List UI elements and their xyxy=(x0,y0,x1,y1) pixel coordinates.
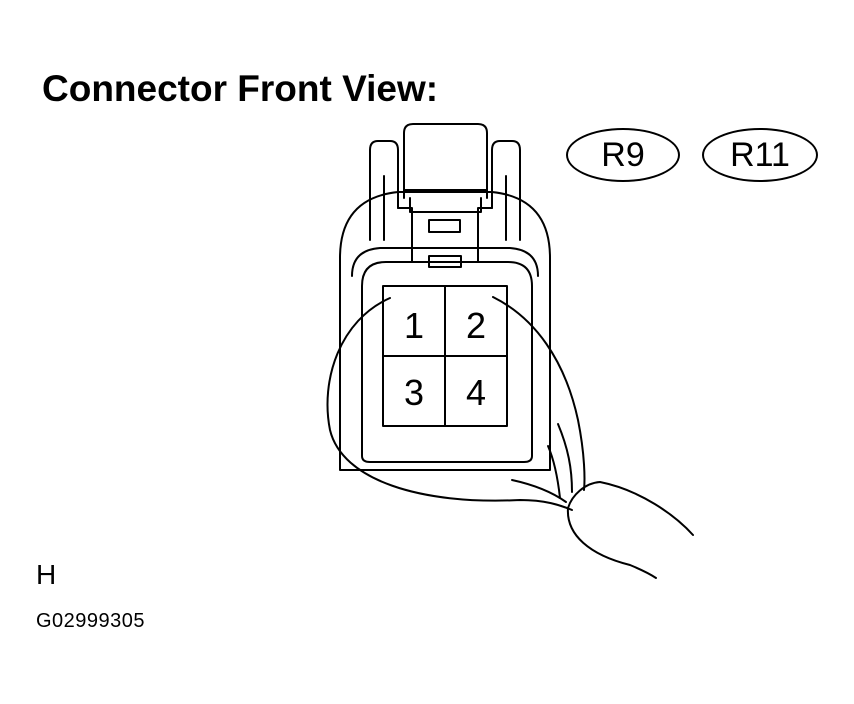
pin-number-3: 3 xyxy=(404,372,424,413)
figure-id: G02999305 xyxy=(36,610,146,632)
pin-number-2: 2 xyxy=(466,305,486,346)
connector-code-label: R9 xyxy=(601,136,645,174)
pin-number-4: 4 xyxy=(466,372,486,413)
connector-code-badge-r11: R11 xyxy=(702,128,818,182)
footer-letter: H xyxy=(36,559,57,590)
connector-code-label: R11 xyxy=(730,136,790,174)
connector-left-guide xyxy=(369,140,413,263)
connector-right-guide xyxy=(477,140,521,263)
wire-harness xyxy=(326,296,694,579)
connector-latch xyxy=(403,123,488,268)
pin-grid xyxy=(382,285,508,427)
pin-number-1: 1 xyxy=(404,305,424,346)
connector-housing xyxy=(339,191,551,471)
connector-code-badge-r9: R9 xyxy=(566,128,680,182)
page-title: Connector Front View: xyxy=(42,68,439,109)
